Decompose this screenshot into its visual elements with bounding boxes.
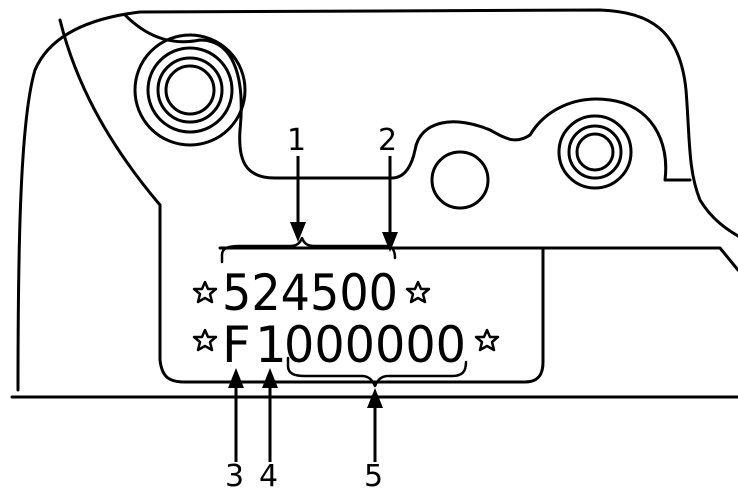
stamp-prefix: F (222, 316, 251, 374)
star-icon (474, 328, 500, 352)
star-icon (192, 328, 218, 352)
arrow-2 (382, 156, 398, 252)
brace-bottom (286, 356, 468, 388)
star-icon (192, 280, 218, 304)
medium-bolt-boss (557, 114, 633, 190)
stamp-serial: 000000 (284, 316, 466, 374)
small-hole (430, 150, 490, 210)
large-bolt-boss (133, 33, 247, 147)
stamp-digit: 1 (255, 316, 287, 374)
upper-boss-contour (58, 13, 692, 207)
crankcase-outline (16, 8, 738, 392)
arrow-1 (290, 156, 306, 242)
lower-body-contour (158, 203, 738, 384)
brace-top (220, 236, 397, 264)
callout-2: 2 (378, 123, 397, 158)
arrow-5 (367, 388, 383, 462)
stamp-line-model: 524500 (222, 264, 398, 322)
arrow-3 (228, 368, 244, 462)
callout-3: 3 (225, 459, 244, 490)
star-icon (405, 280, 431, 304)
callout-4: 4 (259, 459, 278, 490)
arrow-4 (262, 368, 278, 462)
callout-1: 1 (287, 123, 306, 158)
callout-5: 5 (364, 459, 383, 490)
